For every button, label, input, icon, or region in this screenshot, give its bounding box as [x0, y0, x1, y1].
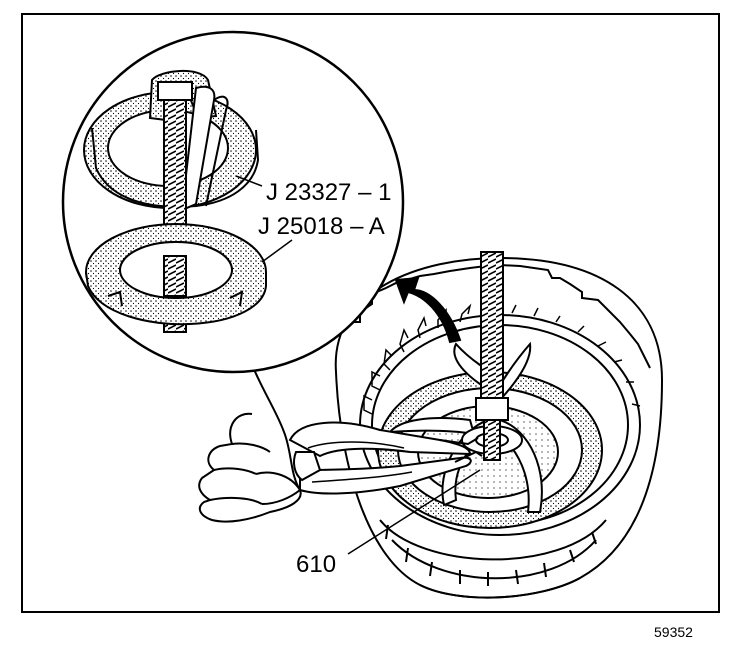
magnify-arrow [394, 276, 462, 344]
tool-j25018-plate [85, 223, 267, 326]
threaded-rod [461, 251, 523, 461]
snap-ring-pliers [288, 421, 483, 495]
leader-line-tool-1 [235, 175, 263, 187]
technician-hand [198, 359, 302, 523]
leader-line-part [347, 469, 481, 555]
figure-number: 59352 [654, 624, 693, 640]
label-part-610: 610 [296, 551, 337, 578]
leader-lines [235, 175, 481, 555]
detail-view [83, 69, 267, 333]
figure-frame [21, 13, 720, 613]
leader-line-tool-2 [261, 239, 293, 263]
label-tool-j25018: J 25018 – A [258, 213, 385, 240]
label-tool-j23327: J 23327 – 1 [266, 179, 392, 206]
